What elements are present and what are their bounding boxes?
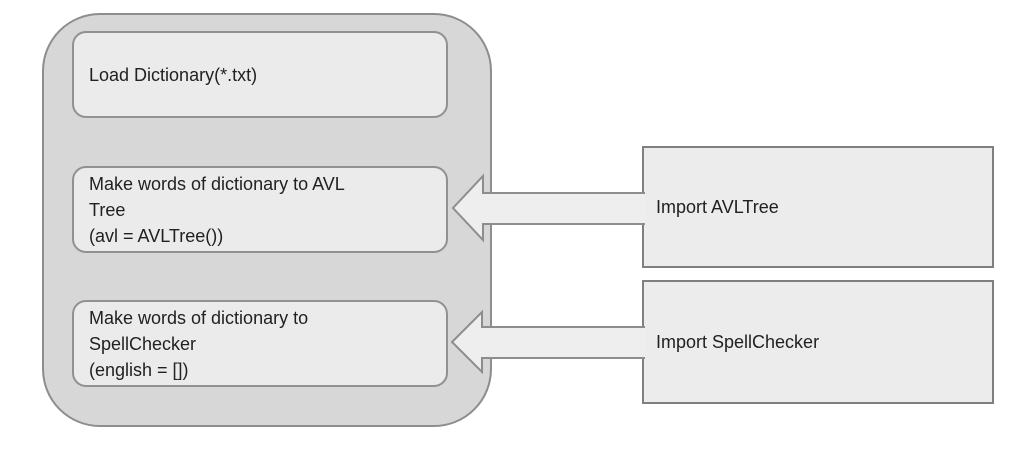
step-label-line: Make words of dictionary to (89, 307, 309, 328)
step-box-make-spellchecker: Make words of dictionary to SpellChecker… (72, 300, 448, 387)
step-label-line: Tree (89, 199, 126, 220)
step-label-line: SpellChecker (89, 333, 197, 354)
step-label-line: (avl = AVLTree()) (89, 225, 224, 246)
step-label-line: Make words of dictionary to AVL (89, 173, 345, 194)
step-label-line: (english = []) (89, 359, 189, 380)
arrow-left-icon (450, 309, 645, 375)
import-box-spellchecker: Import SpellChecker (642, 280, 994, 404)
import-box-avltree: Import AVLTree (642, 146, 994, 268)
step-box-make-avl-tree: Make words of dictionary to AVL Tree (av… (72, 166, 448, 253)
import-box-label: Import SpellChecker (656, 331, 820, 352)
connector-arrow-spellchecker (449, 309, 646, 375)
import-box-label: Import AVLTree (656, 196, 779, 217)
arrow-left-icon (451, 173, 645, 243)
step-box-load-dictionary: Load Dictionary(*.txt) (72, 31, 448, 118)
connector-arrow-avltree (450, 173, 646, 243)
step-label-line: Load Dictionary(*.txt) (89, 64, 258, 85)
